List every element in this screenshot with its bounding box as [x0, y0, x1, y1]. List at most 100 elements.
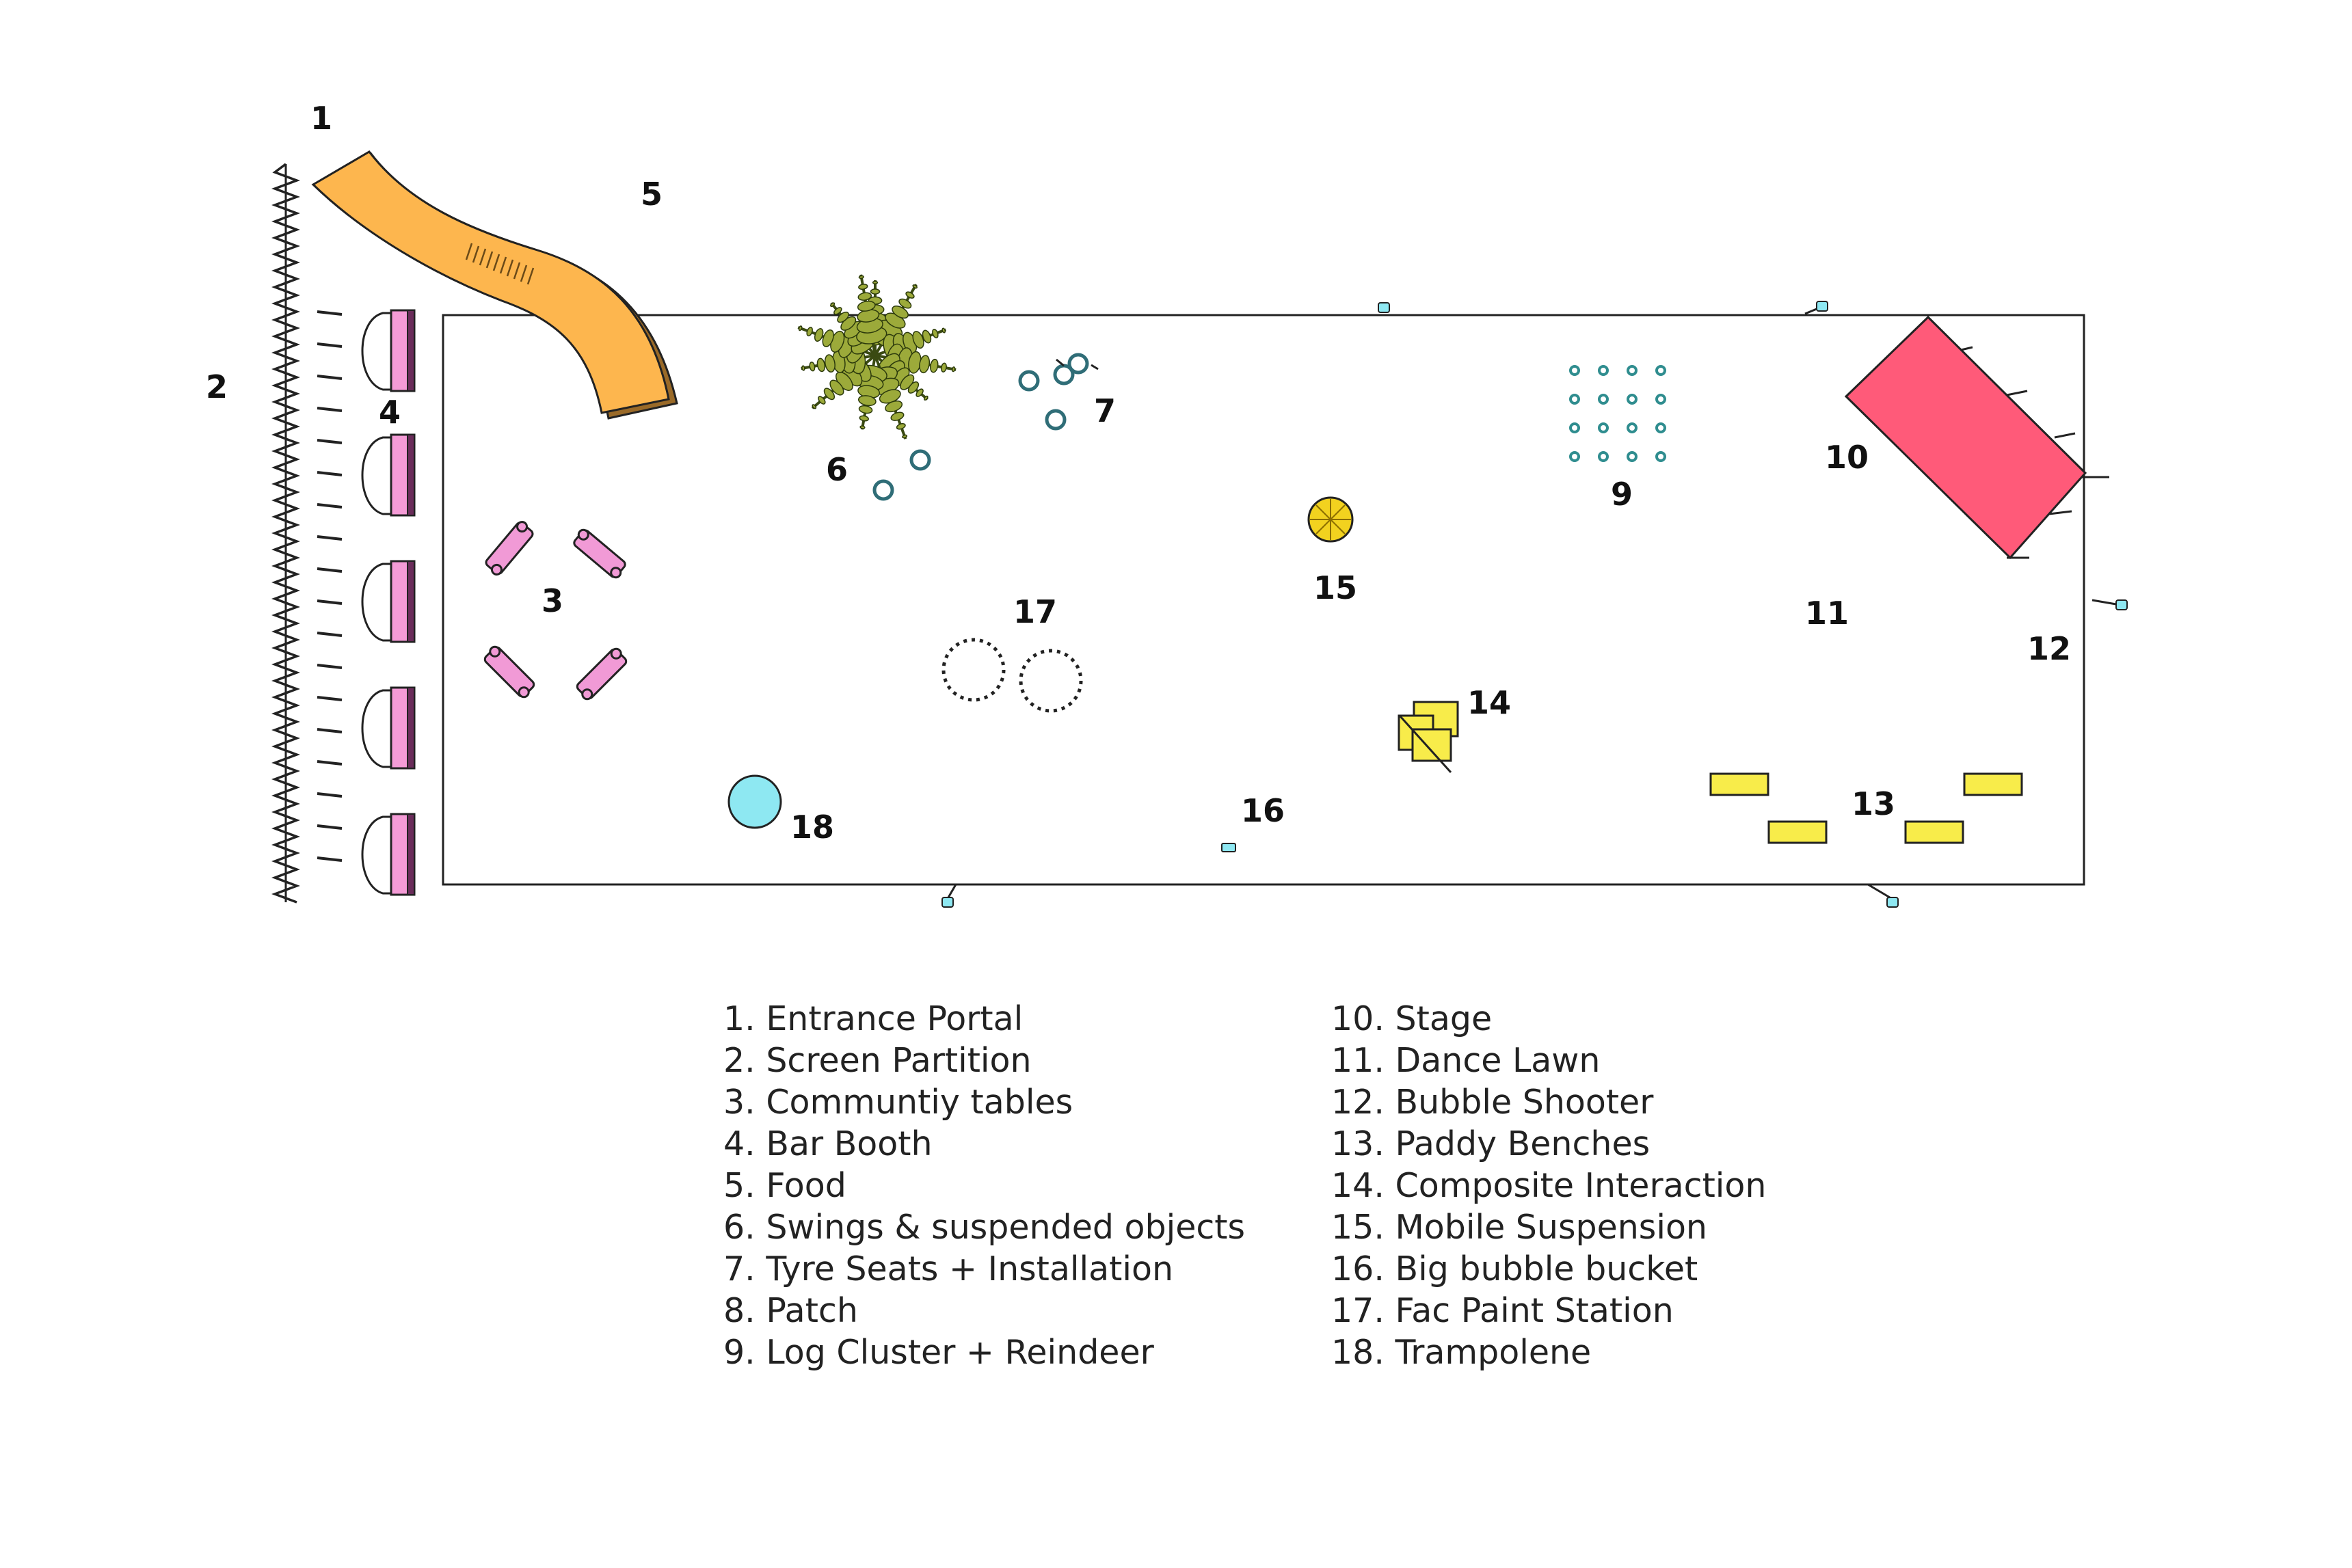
legend-item: 8. Patch — [723, 1291, 858, 1330]
partition-tick — [317, 760, 343, 766]
legend-right-column: 10. Stage 11. Dance Lawn 12. Bubble Shoo… — [1331, 998, 1766, 1373]
marker-10: 10 — [1825, 439, 1869, 476]
bar-booth — [361, 813, 416, 896]
log — [1627, 365, 1638, 376]
legend-item: 14. Composite Interaction — [1331, 1166, 1767, 1205]
log — [1655, 451, 1666, 462]
community-tables — [483, 521, 628, 701]
marker-17: 17 — [1013, 593, 1057, 630]
legend-item: 2. Screen Partition — [723, 1041, 1032, 1080]
partition-tick — [317, 792, 343, 798]
log — [1569, 365, 1580, 376]
marker-6: 6 — [826, 451, 848, 488]
swing-ring — [909, 449, 931, 471]
legend-item: 10. Stage — [1331, 999, 1493, 1038]
site-boundary — [442, 314, 2085, 886]
community-table — [485, 521, 534, 576]
trampoline — [727, 774, 782, 829]
marker-14: 14 — [1467, 684, 1511, 721]
log — [1627, 451, 1638, 462]
marker-13: 13 — [1852, 785, 1895, 822]
partition-tick — [317, 696, 343, 701]
bar-booths — [361, 309, 416, 896]
mobile-suspension — [1307, 496, 1354, 543]
legend-item: 17. Fac Paint Station — [1331, 1291, 1674, 1330]
partition-tick — [317, 471, 343, 476]
marker-1: 1 — [310, 100, 332, 137]
log — [1598, 365, 1609, 376]
marker-3: 3 — [542, 582, 563, 619]
tree-frond — [856, 274, 887, 356]
bar-booth — [361, 433, 416, 517]
partition-tick — [317, 375, 343, 380]
partition-tick — [317, 407, 343, 412]
community-table — [483, 645, 535, 699]
log-cluster — [1569, 365, 1666, 462]
log — [1569, 422, 1580, 433]
marker-12: 12 — [2027, 630, 2071, 667]
number-markers: 1 2 3 4 5 6 7 9 10 11 12 13 14 15 16 17 … — [206, 100, 2071, 846]
composite-interaction — [1398, 701, 1459, 774]
marker-7: 7 — [1094, 392, 1116, 429]
legend-item: 3. Communtiy tables — [723, 1083, 1073, 1122]
food-counter — [311, 150, 678, 420]
legend-item: 16. Big bubble bucket — [1331, 1249, 1698, 1288]
screen-partition — [271, 163, 343, 904]
partition-tick — [317, 342, 343, 348]
community-table — [576, 647, 628, 701]
legend-item: 13. Paddy Benches — [1331, 1124, 1651, 1163]
tree-swings — [797, 274, 957, 501]
log — [1627, 422, 1638, 433]
log — [1627, 394, 1638, 405]
partition-tick — [317, 856, 343, 862]
swing-ring — [872, 479, 894, 501]
legend-item: 4. Bar Booth — [723, 1124, 933, 1163]
community-table — [573, 528, 626, 579]
partition-tick — [317, 503, 343, 509]
legend-left-column: 1. Entrance Portal 2. Screen Partition 3… — [723, 998, 1245, 1373]
legend-item: 1. Entrance Portal — [723, 999, 1024, 1038]
bar-booth — [361, 560, 416, 643]
legend-item: 15. Mobile Suspension — [1331, 1208, 1707, 1247]
log — [1598, 422, 1609, 433]
paddy-benches — [1709, 772, 2023, 844]
marker-18: 18 — [790, 809, 834, 846]
face-paint-station — [941, 638, 1083, 713]
stage — [1844, 315, 2109, 560]
bar-booth — [361, 686, 416, 770]
log — [1655, 394, 1666, 405]
marker-11: 11 — [1805, 595, 1849, 632]
partition-tick — [317, 599, 343, 605]
log — [1655, 422, 1666, 433]
log — [1598, 451, 1609, 462]
log — [1569, 451, 1580, 462]
legend-item: 6. Swings & suspended objects — [723, 1208, 1246, 1247]
log — [1598, 394, 1609, 405]
partition-tick — [317, 567, 343, 573]
partition-tick — [317, 664, 343, 669]
partition-tick — [317, 535, 343, 541]
partition-tick — [317, 824, 343, 830]
legend-item: 7. Tyre Seats + Installation — [723, 1249, 1174, 1288]
legend-item: 9. Log Cluster + Reindeer — [723, 1333, 1154, 1372]
tyre-seats — [1018, 353, 1099, 431]
partition-tick — [317, 439, 343, 444]
marker-16: 16 — [1241, 792, 1285, 829]
marker-2: 2 — [206, 368, 228, 405]
log — [1569, 394, 1580, 405]
log — [1655, 365, 1666, 376]
marker-4: 4 — [379, 394, 401, 431]
legend-item: 5. Food — [723, 1166, 846, 1205]
legend-item: 18. Trampolene — [1331, 1333, 1592, 1372]
marker-5: 5 — [641, 176, 663, 213]
big-bubble-bucket — [1221, 843, 1236, 852]
bar-booth — [361, 309, 416, 392]
partition-tick — [317, 632, 343, 637]
partition-tick — [317, 310, 343, 316]
bubble-shooters — [941, 301, 2128, 908]
marker-9: 9 — [1611, 476, 1633, 513]
legend-item: 12. Bubble Shooter — [1331, 1083, 1654, 1122]
partition-tick — [317, 728, 343, 733]
legend-item: 11. Dance Lawn — [1331, 1041, 1601, 1080]
